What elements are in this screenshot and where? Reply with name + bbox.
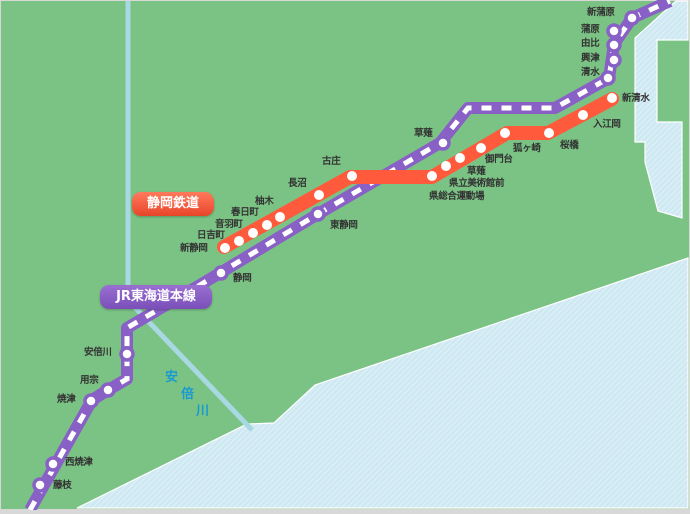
label-kitsunegasaki: 狐ヶ崎 [513, 143, 541, 154]
river-label-1: 安 [165, 370, 179, 385]
station-ken-sogo[interactable] [427, 171, 437, 181]
station-kenritsu-bijutsukan[interactable] [441, 161, 451, 171]
label-higashi-shizuoka: 東静岡 [330, 220, 358, 231]
label-shin-shizuoka: 新静岡 [180, 243, 208, 254]
station-kasugacho[interactable] [262, 220, 272, 230]
bay-area [634, 0, 689, 219]
label-shimizu: 清水 [581, 67, 600, 78]
label-abekawa: 安倍川 [84, 347, 112, 358]
label-shin-kambara: 新蒲原 [587, 7, 615, 18]
station-hiyoshicho[interactable] [234, 236, 244, 246]
station-naganuma[interactable] [314, 190, 324, 200]
station-yunoki[interactable] [275, 212, 285, 222]
station-iriee[interactable] [578, 110, 588, 120]
label-hiyoshicho: 日吉町 [197, 230, 225, 241]
station-kusanagi-jr[interactable] [435, 135, 451, 151]
river-label-3: 川 [196, 404, 210, 419]
label-kasugacho: 春日町 [231, 207, 259, 218]
station-mikadodai[interactable] [476, 143, 486, 153]
label-okitsu: 興津 [581, 53, 600, 64]
station-yaizu[interactable] [83, 393, 99, 409]
label-shizuoka: 静岡 [233, 273, 252, 284]
label-furusho: 古庄 [322, 156, 341, 167]
label-ken-sogo: 県総合運動場 [429, 191, 485, 202]
station-mochimune[interactable] [100, 382, 116, 398]
station-fujieda[interactable] [32, 477, 48, 493]
shizutetsu-stations [220, 93, 617, 253]
river-label-2: 倍 [181, 387, 195, 402]
label-fujieda: 藤枝 [53, 480, 72, 491]
label-kusanagi-s: 草薙 [467, 166, 486, 177]
station-kusanagi-s[interactable] [455, 153, 465, 163]
station-abekawa[interactable] [119, 346, 135, 362]
station-shizuoka[interactable] [213, 265, 229, 281]
label-yaizu: 焼津 [57, 394, 76, 405]
label-naganuma: 長沼 [288, 178, 307, 189]
label-yui: 由比 [581, 38, 600, 49]
station-yui[interactable] [606, 37, 622, 53]
station-nishi-yaizu[interactable] [45, 456, 61, 472]
station-okitsu[interactable] [606, 52, 622, 68]
station-furusho[interactable] [347, 171, 357, 181]
label-mikadodai: 御門台 [485, 154, 513, 165]
station-otowacho[interactable] [248, 228, 258, 238]
label-mochimune: 用宗 [80, 375, 99, 386]
shizutetsu-line [217, 92, 619, 254]
label-nishi-yaizu: 西焼津 [65, 457, 93, 468]
jr-line-badge[interactable]: JR東海道本線 [100, 285, 212, 309]
station-higashi-shizuoka[interactable] [310, 206, 326, 222]
station-kambara[interactable] [606, 23, 622, 39]
label-kusanagi-jr: 草薙 [414, 128, 433, 139]
label-shin-shimizu: 新清水 [622, 93, 650, 104]
label-kenritsu-bijutsukan: 県立美術館前 [449, 178, 505, 189]
station-shimizu[interactable] [600, 70, 616, 86]
station-shin-shizuoka[interactable] [220, 243, 230, 253]
jr-stations [32, 10, 640, 493]
label-yunoki: 柚木 [255, 196, 274, 207]
station-shin-shimizu[interactable] [607, 93, 617, 103]
label-kambara: 蒲原 [581, 24, 600, 35]
station-sakurabashi[interactable] [544, 128, 554, 138]
station-kitsunegasaki[interactable] [500, 128, 510, 138]
label-iriee: 入江岡 [593, 119, 621, 130]
station-shin-kambara[interactable] [624, 10, 640, 26]
label-sakurabashi: 桜橋 [560, 140, 579, 151]
shizutetsu-line-badge[interactable]: 静岡鉄道 [132, 192, 214, 216]
label-otowacho: 音羽町 [215, 219, 243, 230]
